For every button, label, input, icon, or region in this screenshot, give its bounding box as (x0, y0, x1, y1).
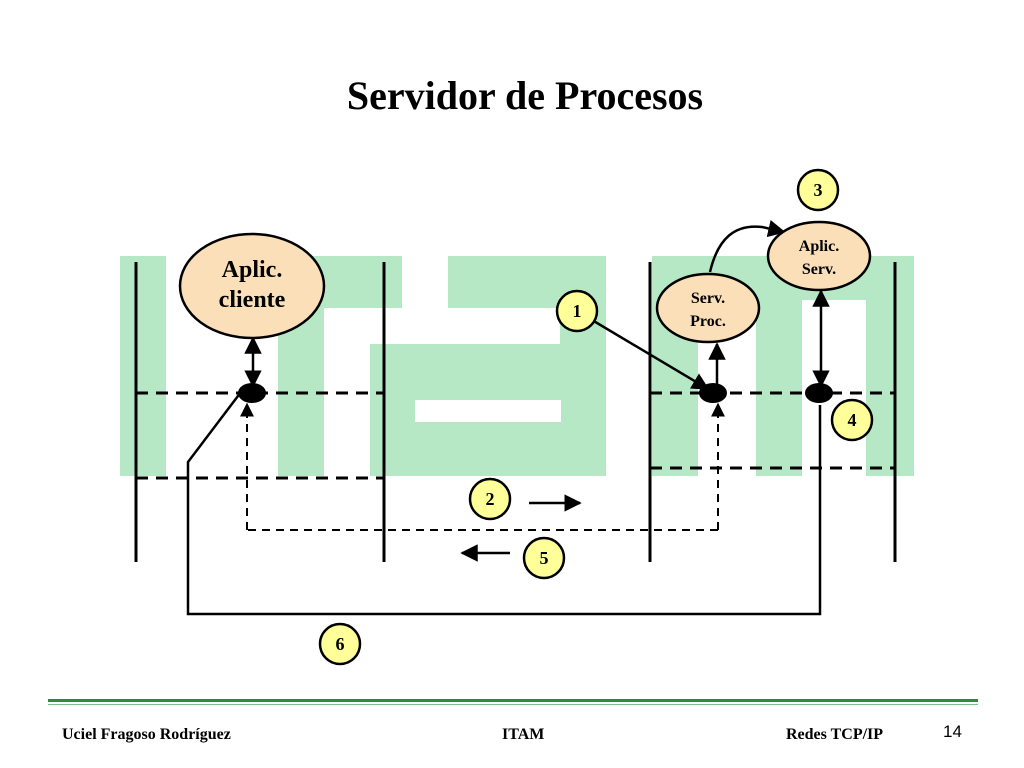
process-server-label-line1: Serv. (691, 290, 725, 307)
footer-divider (48, 699, 978, 702)
host-boundaries (134, 262, 897, 562)
client-app-label-line1: Aplic. (222, 257, 283, 283)
server-app-label-line1: Aplic. (799, 238, 839, 255)
step-5-circle (522, 536, 566, 580)
step-1-circle (555, 289, 599, 333)
slide-title: Servidor de Procesos (346, 73, 704, 118)
step-3-circle (796, 168, 840, 212)
step1-arrow (591, 318, 710, 391)
step-4-label: 4 (848, 410, 857, 430)
footer-course: Redes TCP/IP (786, 726, 884, 743)
proc-server-socket (699, 383, 727, 403)
step-5-label: 5 (540, 548, 549, 568)
step-1-label: 1 (573, 301, 582, 321)
step-4-circle (830, 398, 874, 442)
footer-divider-thin (48, 704, 978, 705)
footer-author: Uciel Fragoso Rodríguez (62, 726, 231, 743)
slide-page-number: 14 (943, 722, 962, 741)
direct-connection-path (186, 391, 822, 616)
step-6-circle (318, 622, 362, 666)
server-app-label-line2: Serv. (802, 261, 836, 278)
spawn-arrow (708, 219, 786, 273)
footer-institution: ITAM (502, 726, 545, 743)
sockets (238, 383, 833, 403)
client-socket (238, 383, 266, 403)
step-6-label: 6 (336, 634, 345, 654)
connection-request-path (240, 402, 725, 531)
server-app-socket (805, 383, 833, 403)
process-server-node (655, 272, 761, 344)
step-3-label: 3 (814, 180, 823, 200)
client-app-node (178, 232, 326, 340)
process-server-label-line2: Proc. (690, 313, 726, 330)
client-app-label-line2: cliente (219, 287, 286, 313)
step-2-label: 2 (486, 489, 495, 509)
server-app-node (766, 220, 872, 292)
step-2-circle (468, 477, 512, 521)
